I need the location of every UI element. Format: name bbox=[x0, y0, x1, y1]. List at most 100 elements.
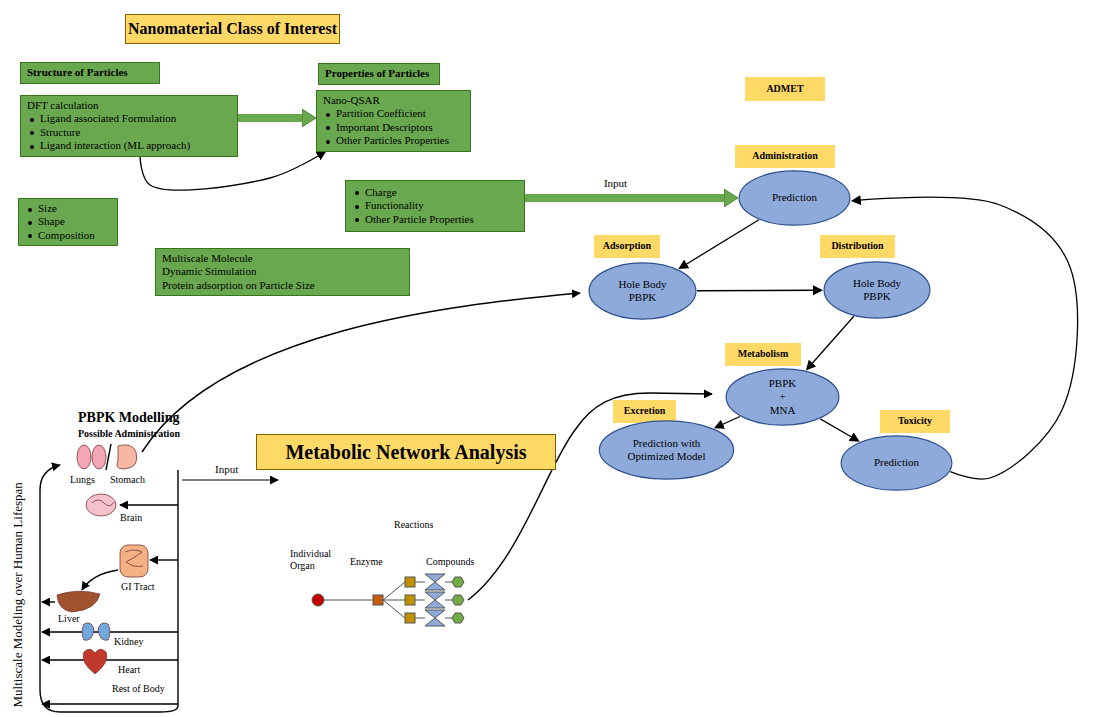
node-text: Ligand interaction (ML approach) bbox=[40, 139, 190, 151]
property-box: Nano-QSARPartition CoefficientImportant … bbox=[316, 90, 471, 152]
text-row: Prediction bbox=[874, 456, 919, 469]
figure-label: Heart bbox=[118, 664, 140, 676]
node-text: Metabolism bbox=[738, 348, 789, 359]
text-row: Protein adsorption on Particle Size bbox=[162, 279, 403, 292]
text-row: Prediction with Optimized Model bbox=[622, 437, 712, 464]
vertical-label: Multiscale Modeling over Human Lifespan bbox=[10, 475, 26, 715]
stage-tag: Adsorption bbox=[594, 235, 660, 258]
process-ellipse: Prediction bbox=[738, 170, 851, 226]
node-text: Functionality bbox=[365, 199, 424, 211]
node-text: Structure bbox=[40, 126, 80, 138]
text-row: Properties of Particles bbox=[325, 67, 433, 80]
block-arrow bbox=[525, 194, 726, 202]
node-text: Important Descriptors bbox=[336, 121, 433, 133]
input-arrow bbox=[182, 479, 278, 480]
text-row: Functionality bbox=[352, 199, 518, 212]
property-box: DFT calculationLigand associated Formula… bbox=[20, 95, 238, 157]
edge-label: Input bbox=[601, 177, 630, 190]
process-ellipse: Prediction with Optimized Model bbox=[598, 420, 735, 480]
flow-arrow bbox=[811, 316, 854, 364]
text-row: Multiscale Molecule bbox=[162, 252, 403, 265]
figure-label: Stomach bbox=[110, 474, 145, 486]
text-row: Ligand associated Formulation bbox=[27, 112, 231, 125]
process-ellipse: Hole Body PBPK bbox=[588, 262, 697, 320]
administration-curve bbox=[142, 293, 580, 452]
section-header-box: Structure of Particles bbox=[20, 62, 160, 84]
stage-tag: Excretion bbox=[613, 400, 676, 423]
text-row: Toxicity bbox=[898, 415, 932, 427]
node-text: Nanomaterial Class of Interest bbox=[128, 20, 337, 37]
figure-label: Individual Organ bbox=[290, 548, 340, 572]
flow-arrow bbox=[140, 155, 320, 190]
node-text: Charge bbox=[365, 186, 397, 198]
text-row: Composition bbox=[25, 229, 111, 242]
node-text: Prediction bbox=[874, 456, 919, 468]
text-row: PBPK + MNA bbox=[766, 377, 800, 417]
flow-arrow bbox=[697, 290, 815, 292]
text-row: Size bbox=[25, 202, 111, 215]
node-text: ADMET bbox=[766, 83, 803, 94]
bullet-dot bbox=[30, 118, 34, 122]
property-box: ChargeFunctionalityOther Particle Proper… bbox=[345, 180, 525, 232]
node-text: Properties of Particles bbox=[325, 67, 429, 79]
figure-label: PBPK Modelling bbox=[78, 410, 180, 427]
bullet-dot bbox=[28, 234, 32, 238]
property-box: SizeShapeComposition bbox=[18, 198, 118, 246]
text-row: Other Particles Properties bbox=[323, 134, 464, 147]
bullet-dot bbox=[355, 205, 359, 209]
text-row: Dynamic Stimulation bbox=[162, 265, 403, 278]
figure-label: GI Tract bbox=[121, 581, 155, 593]
figure-label: Lungs bbox=[70, 474, 95, 486]
node-text: Protein adsorption on Particle Size bbox=[162, 279, 315, 291]
bullet-dot bbox=[30, 145, 34, 149]
text-row: Shape bbox=[25, 215, 111, 228]
bullet-dot bbox=[28, 221, 32, 225]
text-row: Nano-QSAR bbox=[323, 94, 464, 107]
block-arrow bbox=[238, 114, 304, 122]
stage-tag: ADMET bbox=[745, 77, 825, 101]
section-header-box: Properties of Particles bbox=[318, 63, 440, 85]
node-text: Size bbox=[38, 202, 57, 214]
bullet-dot bbox=[30, 131, 34, 135]
text-row: Important Descriptors bbox=[323, 121, 464, 134]
bullet-dot bbox=[326, 140, 330, 144]
process-ellipse: Prediction bbox=[840, 435, 953, 491]
figure-label: Input bbox=[215, 463, 238, 476]
figure-label: Enzyme bbox=[350, 556, 383, 568]
figure-label: Liver bbox=[58, 613, 80, 625]
node-text: Prediction with Optimized Model bbox=[628, 437, 706, 462]
heading-box: Nanomaterial Class of Interest bbox=[125, 14, 340, 44]
node-text: DFT calculation bbox=[27, 99, 99, 111]
text-row: Distribution bbox=[831, 240, 883, 252]
text-row: Adsorption bbox=[603, 240, 651, 252]
node-text: Excretion bbox=[624, 405, 665, 416]
text-row: Metabolism bbox=[738, 348, 789, 360]
node-text: Other Particles Properties bbox=[336, 134, 449, 146]
network-graphic bbox=[312, 574, 464, 626]
node-text: Ligand associated Formulation bbox=[40, 112, 176, 124]
node-text: Toxicity bbox=[898, 415, 932, 426]
node-text: Metabolic Network Analysis bbox=[285, 441, 526, 463]
node-text: Administration bbox=[752, 150, 818, 161]
lifespan-loop bbox=[40, 444, 178, 712]
figure-label: Possible Administration bbox=[78, 428, 180, 440]
node-text: Hole Body PBPK bbox=[853, 277, 901, 302]
figure-label: Brain bbox=[120, 512, 142, 524]
text-row: ADMET bbox=[766, 83, 803, 95]
node-text: Hole Body PBPK bbox=[619, 278, 667, 303]
node-text: Adsorption bbox=[603, 240, 651, 251]
figure-label: Reactions bbox=[394, 519, 433, 531]
flow-arrow bbox=[820, 419, 853, 438]
bullet-dot bbox=[355, 218, 359, 222]
heading-box: Metabolic Network Analysis bbox=[256, 434, 556, 470]
node-text: Composition bbox=[38, 229, 95, 241]
text-row: Charge bbox=[352, 186, 518, 199]
stage-tag: Administration bbox=[735, 145, 835, 168]
text-row: Excretion bbox=[624, 405, 665, 417]
text-row: Metabolic Network Analysis bbox=[285, 440, 526, 464]
figure-label: Kidney bbox=[114, 636, 143, 648]
bullet-dot bbox=[355, 191, 359, 195]
text-row: Structure of Particles bbox=[27, 66, 153, 79]
bullet-dot bbox=[326, 126, 330, 130]
node-text: Dynamic Stimulation bbox=[162, 265, 256, 277]
